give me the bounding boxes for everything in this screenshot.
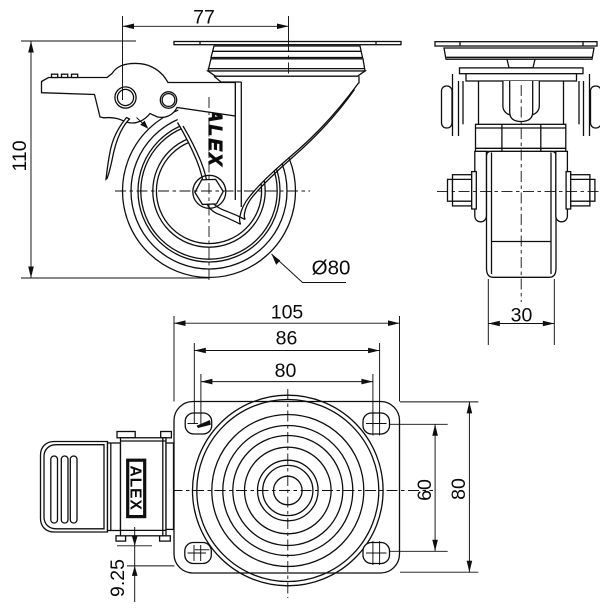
svg-text:80: 80 [275,360,297,382]
svg-text:30: 30 [511,305,533,327]
svg-text:105: 105 [271,302,304,324]
svg-text:60: 60 [414,479,436,501]
svg-text:86: 86 [276,328,298,350]
svg-text:80: 80 [448,478,470,500]
svg-text:9.25: 9.25 [107,559,129,597]
svg-text:77: 77 [193,7,215,29]
svg-text:Ø80: Ø80 [312,257,351,280]
svg-text:ALEX: ALEX [205,108,225,168]
svg-text:ALEX: ALEX [127,466,144,511]
svg-text:110: 110 [9,140,31,171]
